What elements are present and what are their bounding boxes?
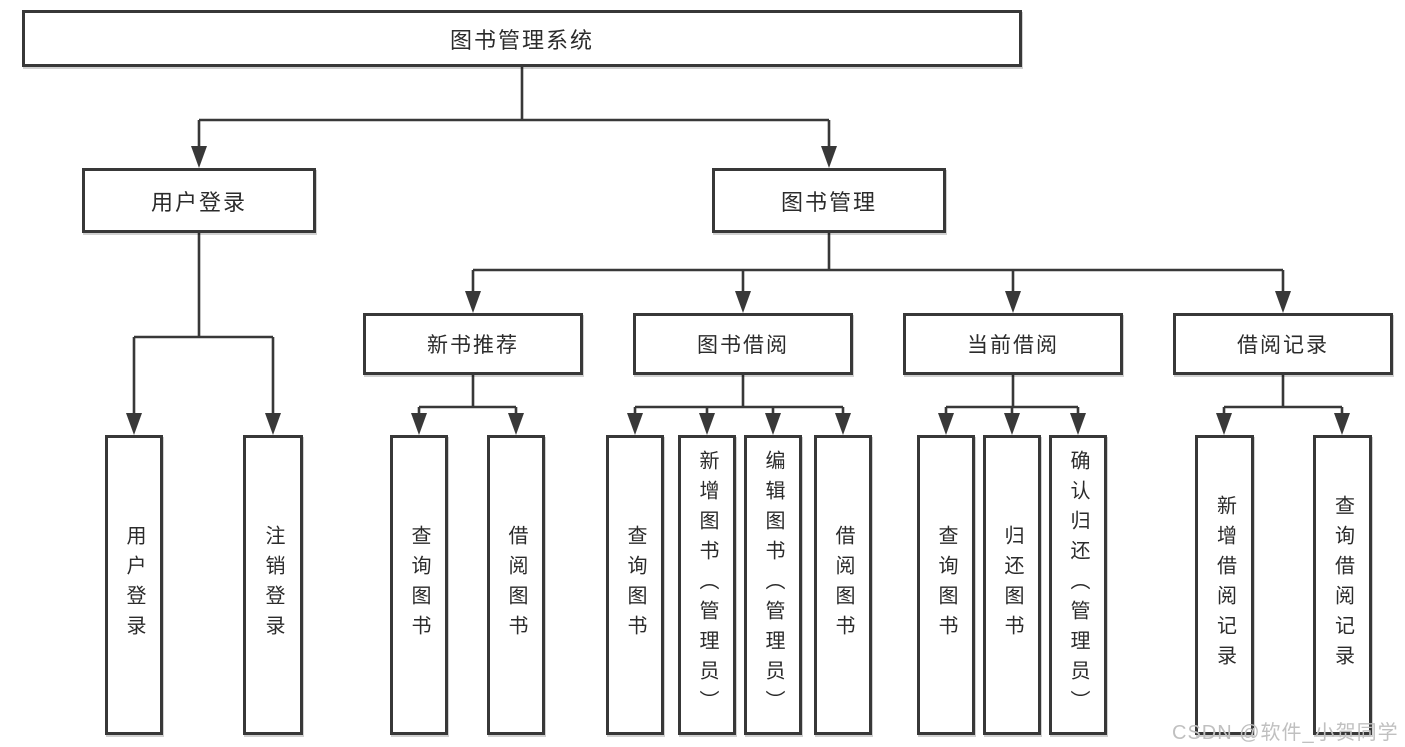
leaf-query-books-current: 查询图书 xyxy=(917,435,975,735)
node-label: 编辑图书（管理员） xyxy=(762,450,784,720)
leaf-query-books-recommend: 查询图书 xyxy=(390,435,448,735)
node-new-book-recommend: 新书推荐 xyxy=(363,313,583,375)
node-label: 用户登录 xyxy=(150,189,247,215)
node-current-borrow: 当前借阅 xyxy=(903,313,1123,375)
leaf-query-borrow-record: 查询借阅记录 xyxy=(1313,435,1372,735)
node-library-management-system: 图书管理系统 xyxy=(22,10,1022,67)
node-book-management: 图书管理 xyxy=(712,168,946,233)
node-label: 归还图书 xyxy=(1001,525,1023,645)
node-borrow-records: 借阅记录 xyxy=(1173,313,1393,375)
node-label: 借阅图书 xyxy=(505,525,527,645)
node-label: 注销登录 xyxy=(262,525,284,645)
leaf-edit-books-admin: 编辑图书（管理员） xyxy=(744,435,802,735)
leaf-user-login: 用户登录 xyxy=(105,435,163,735)
leaf-add-borrow-record: 新增借阅记录 xyxy=(1195,435,1254,735)
node-label: 图书管理 xyxy=(780,189,877,215)
arrowhead-icons xyxy=(126,146,1350,435)
node-label: 查询图书 xyxy=(408,525,430,645)
leaf-add-books-admin: 新增图书（管理员） xyxy=(678,435,736,735)
node-label: 查询借阅记录 xyxy=(1331,495,1354,675)
node-label: 当前借阅 xyxy=(967,334,1059,357)
node-label: 新书推荐 xyxy=(427,334,519,357)
node-label: 借阅图书 xyxy=(832,525,854,645)
node-label: 新增借阅记录 xyxy=(1213,495,1236,675)
node-label: 图书借阅 xyxy=(697,334,789,357)
leaf-logout: 注销登录 xyxy=(243,435,303,735)
csdn-watermark: CSDN @软件_小贺同学 xyxy=(1172,722,1399,744)
leaf-query-books-borrow: 查询图书 xyxy=(606,435,664,735)
node-book-borrow: 图书借阅 xyxy=(633,313,853,375)
leaf-confirm-return-admin: 确认归还（管理员） xyxy=(1049,435,1107,735)
node-label: 确认归还（管理员） xyxy=(1067,450,1089,720)
node-label: 查询图书 xyxy=(935,525,957,645)
node-label: 查询图书 xyxy=(624,525,646,645)
leaf-borrow-books-recommend: 借阅图书 xyxy=(487,435,545,735)
node-label: 新增图书（管理员） xyxy=(696,450,718,720)
node-user-login: 用户登录 xyxy=(82,168,316,233)
node-label: 借阅记录 xyxy=(1237,334,1329,357)
node-label: 用户登录 xyxy=(123,525,145,645)
leaf-return-books: 归还图书 xyxy=(983,435,1041,735)
leaf-borrow-books: 借阅图书 xyxy=(814,435,872,735)
node-label: 图书管理系统 xyxy=(449,27,594,53)
